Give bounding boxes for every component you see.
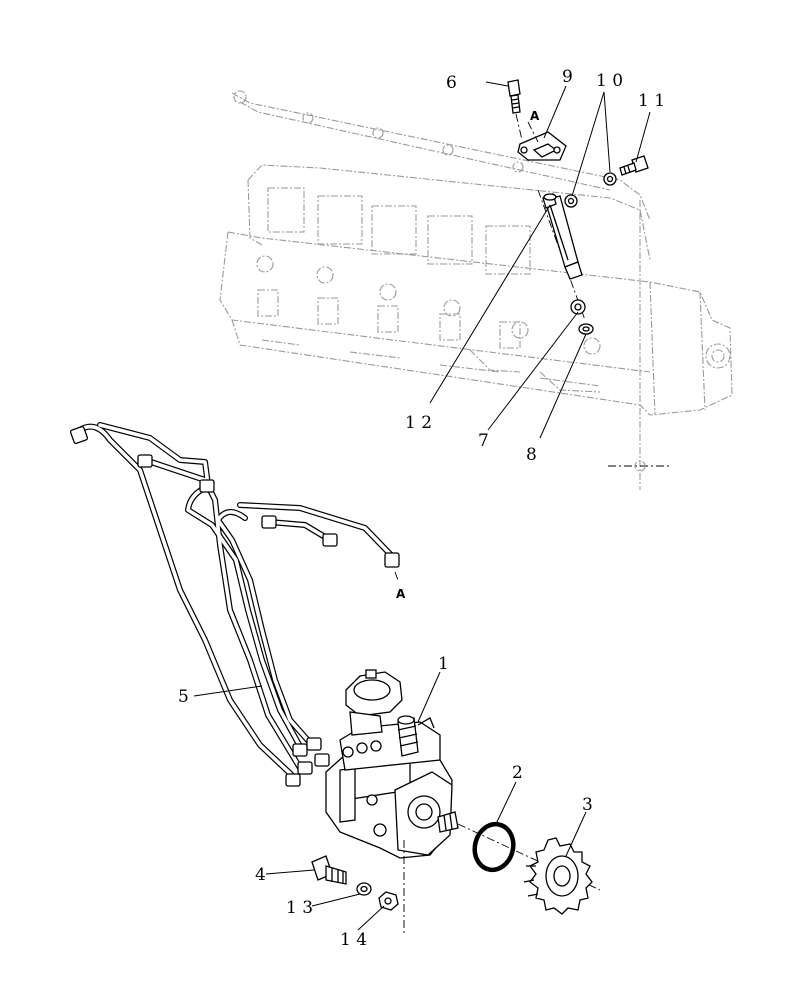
bolt-11 — [619, 155, 649, 176]
marker-a-pipe: A — [396, 587, 406, 601]
callout-3: 3 — [582, 795, 593, 815]
washer-13 — [356, 882, 372, 896]
callout-10: 1 0 — [596, 71, 623, 91]
callout-5: 5 — [178, 687, 189, 707]
callout-4: 4 — [255, 865, 266, 885]
washer-7 — [570, 299, 586, 315]
callout-7: 7 — [478, 431, 489, 451]
o-ring-2 — [472, 821, 516, 873]
seal-washer-8 — [578, 323, 594, 335]
callout-6: 6 — [446, 73, 457, 93]
callout-14: 1 4 — [340, 930, 367, 950]
injection-pump-1 — [325, 669, 601, 935]
callout-2: 2 — [512, 763, 523, 783]
bolt-4 — [311, 855, 347, 885]
washer-10 — [564, 172, 617, 208]
drive-gear-3 — [523, 837, 593, 915]
leader-lines — [193, 81, 651, 931]
engine-block-phantom — [219, 90, 733, 490]
callout-11: 1 1 — [638, 91, 665, 111]
callout-9: 9 — [562, 67, 573, 87]
nut-14 — [378, 891, 399, 911]
injector-12 — [537, 189, 586, 321]
callout-13: 1 3 — [286, 898, 313, 918]
callout-12: 1 2 — [405, 413, 432, 433]
callout-8: 8 — [526, 445, 537, 465]
marker-a-top: A — [530, 109, 540, 123]
callout-1: 1 — [438, 654, 449, 674]
fuel-lines-5 — [69, 422, 400, 787]
bolt-6 — [507, 79, 523, 141]
clamp-9 — [517, 131, 567, 161]
